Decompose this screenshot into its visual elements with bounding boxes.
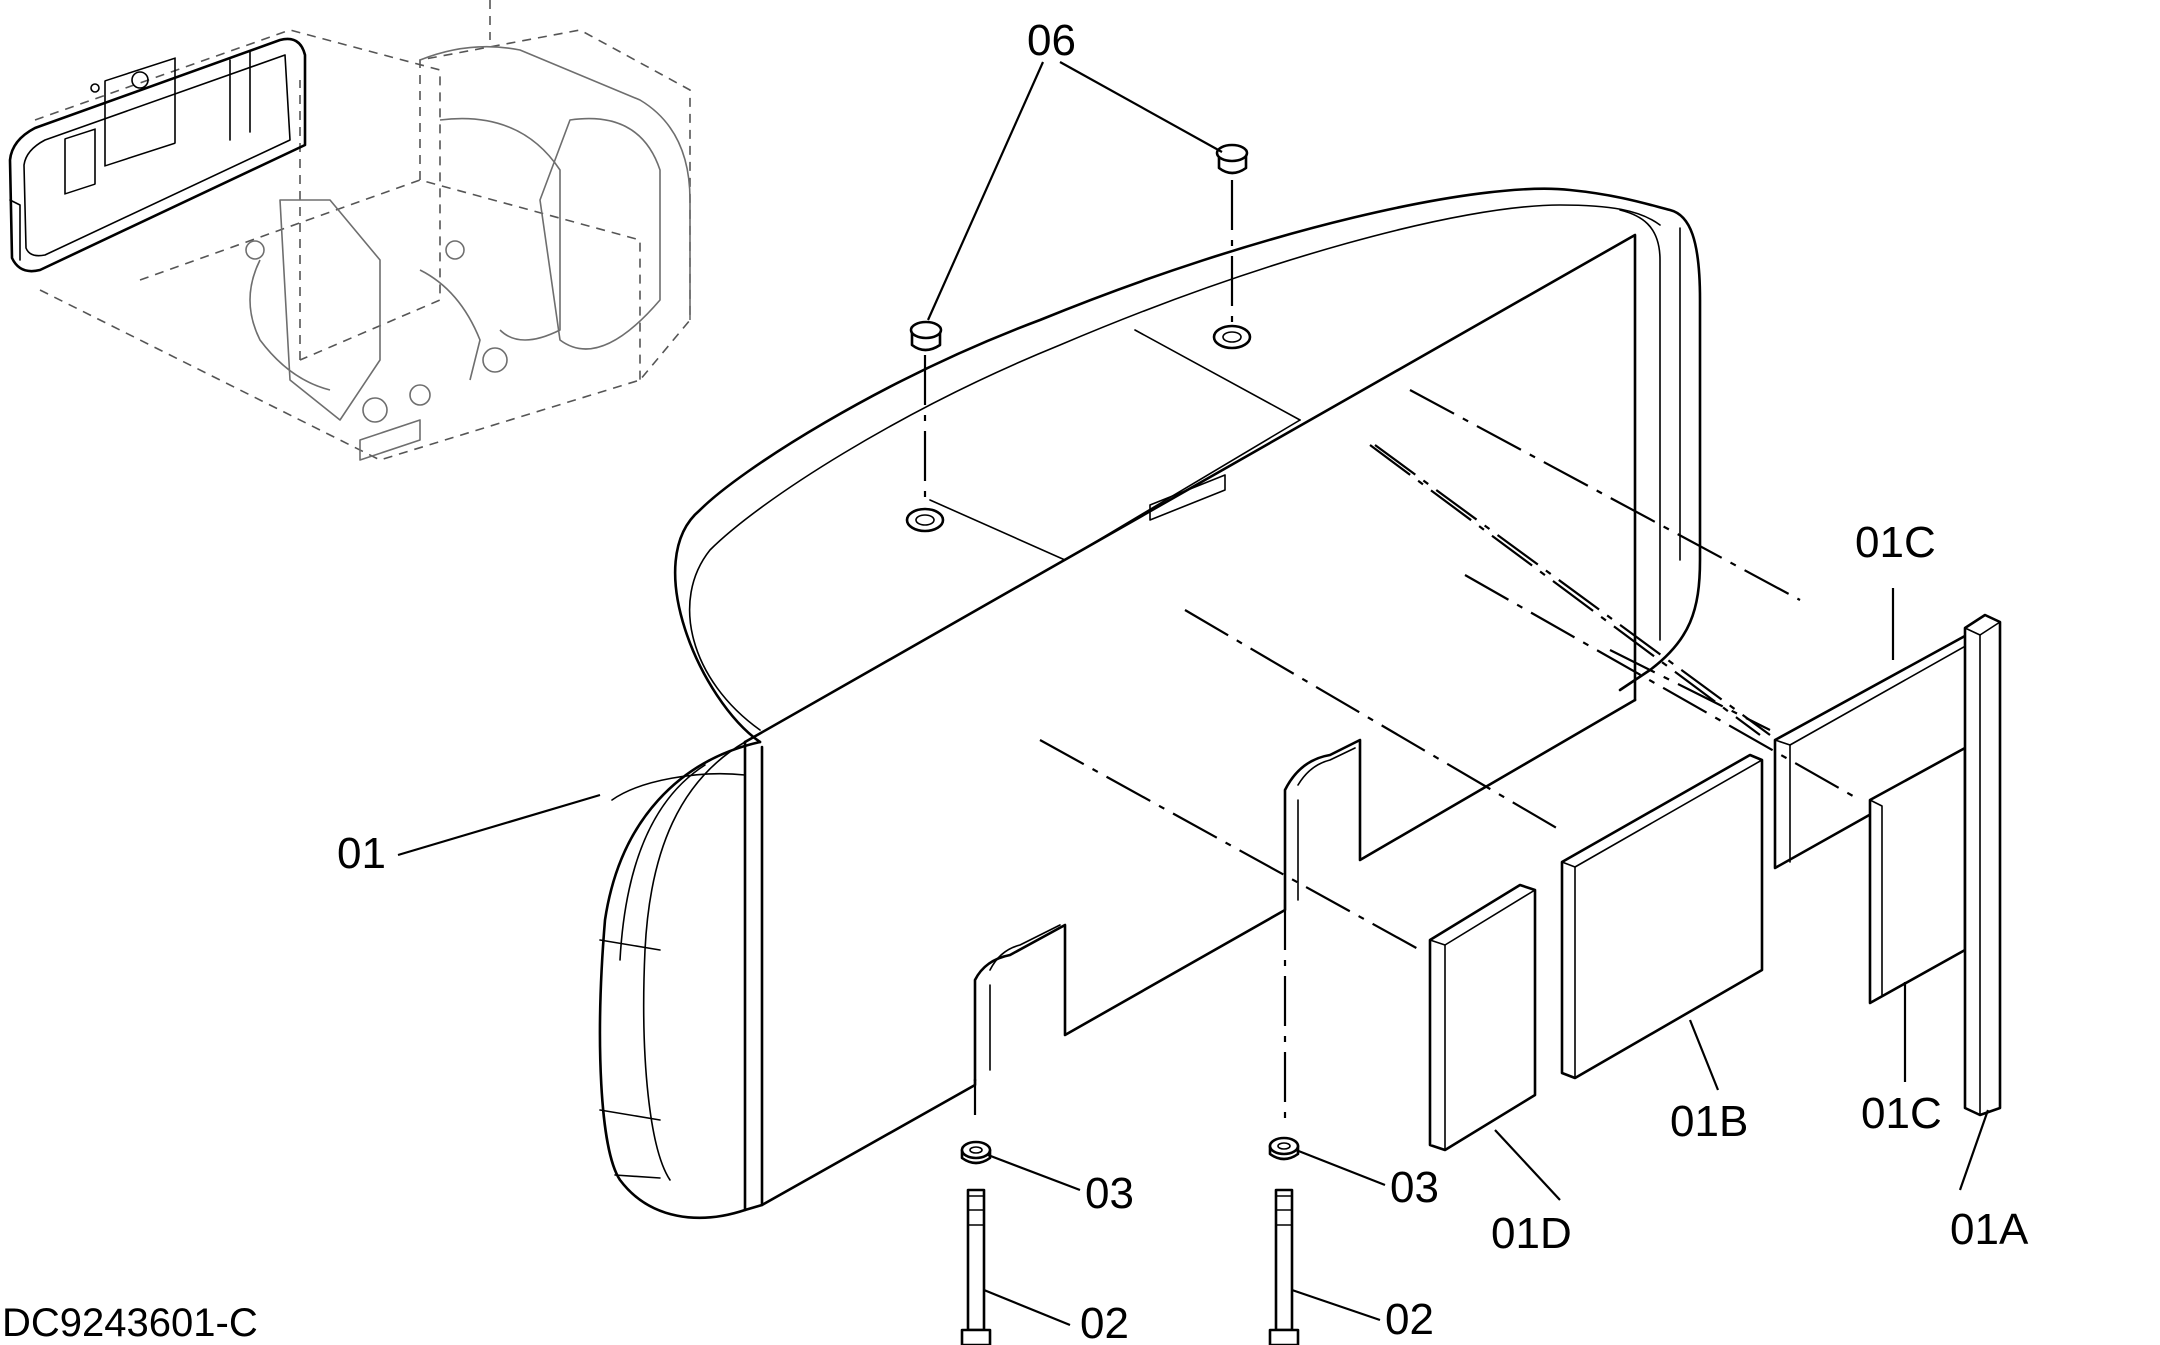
plate-01D <box>1428 883 1537 1152</box>
plug-right <box>1215 143 1249 175</box>
callout-02-left: 02 <box>1080 1299 1129 1345</box>
centerline-01C-upper <box>1409 389 1801 601</box>
bolt-left <box>960 1188 992 1345</box>
plate-01C-bottom <box>1868 746 1967 1005</box>
washer-left <box>960 1140 992 1165</box>
plate-01A <box>1963 613 2002 1117</box>
centerline-01B-upper <box>1369 444 1761 736</box>
washer-right <box>1268 1136 1300 1161</box>
document-id: DC9243601-C <box>2 1301 258 1345</box>
callout-01: 01 <box>337 829 386 878</box>
centerline-01D <box>1039 739 1421 951</box>
centerline-01C-top <box>1374 444 1771 736</box>
centerline-01B <box>1184 609 1561 831</box>
callout-01B: 01B <box>1670 1097 1748 1146</box>
callout-01C-bottom: 01C <box>1861 1089 1942 1138</box>
plate-01B <box>1560 753 1764 1080</box>
callout-03-left: 03 <box>1085 1169 1134 1218</box>
callout-01D: 01D <box>1491 1209 1572 1258</box>
callout-01C-top: 01C <box>1855 518 1936 567</box>
bolt-right <box>1268 1188 1300 1345</box>
centerline-01A <box>1609 649 1771 731</box>
callout-03-right: 03 <box>1390 1163 1439 1212</box>
locator-inset <box>8 0 691 461</box>
callout-01A: 01A <box>1950 1205 2029 1254</box>
callout-02-right: 02 <box>1385 1295 1434 1344</box>
leader-lines <box>397 61 1990 1327</box>
centerline-01C-lower <box>1464 574 1861 801</box>
callout-06: 06 <box>1027 16 1076 65</box>
plug-left <box>909 320 943 352</box>
